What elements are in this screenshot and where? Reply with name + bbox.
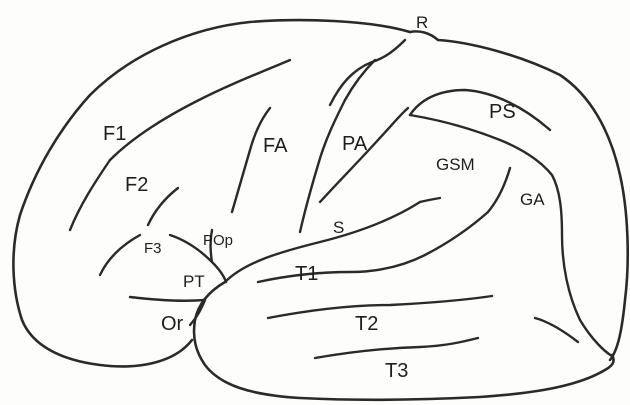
- frontal-lobe-outline: [12, 18, 412, 368]
- parietal-superior-boundary: [328, 38, 407, 107]
- intraparietal-sulcus: [408, 88, 552, 132]
- postcentral-sulcus: [318, 106, 410, 204]
- label-PS: PS: [489, 101, 516, 123]
- precentral-sulcus: [230, 106, 272, 214]
- label-F1: F1: [103, 123, 126, 145]
- label-T1: T1: [295, 263, 318, 285]
- superior-frontal-sulcus: [108, 58, 292, 162]
- label-R: R: [416, 13, 428, 32]
- middle-temporal-sulcus: [266, 294, 494, 320]
- sylvian-fissure-end: [418, 196, 442, 204]
- label-F2: F2: [125, 174, 148, 196]
- label-F3: F3: [144, 240, 162, 257]
- sylvian-fissure: [223, 200, 422, 284]
- label-T2: T2: [355, 313, 378, 335]
- label-S: S: [333, 218, 344, 237]
- temporal-lobe-outline: [192, 280, 615, 402]
- occipital-sulcus: [533, 316, 580, 344]
- superior-temporal-sulcus: [256, 166, 512, 284]
- label-PT: PT: [183, 272, 205, 291]
- inferior-temporal-sulcus: [313, 336, 480, 360]
- orbital-lower: [188, 298, 207, 327]
- inferior-frontal-sulcus: [146, 186, 180, 227]
- label-GA: GA: [520, 190, 545, 209]
- pars-triangularis-upper: [209, 228, 214, 264]
- supramarginal-boundary: [408, 113, 614, 358]
- label-PA: PA: [342, 133, 368, 155]
- label-GSM: GSM: [436, 155, 475, 174]
- label-POp: POp: [203, 232, 233, 249]
- orbital-boundary: [128, 295, 207, 302]
- label-Or: Or: [161, 313, 184, 335]
- superior-frontal-sulcus-tail: [68, 158, 112, 232]
- label-T3: T3: [385, 360, 408, 382]
- posterior-outline: [408, 30, 630, 362]
- label-FA: FA: [263, 135, 288, 157]
- central-sulcus: [298, 58, 377, 234]
- frontal-operculum-line: [98, 233, 142, 277]
